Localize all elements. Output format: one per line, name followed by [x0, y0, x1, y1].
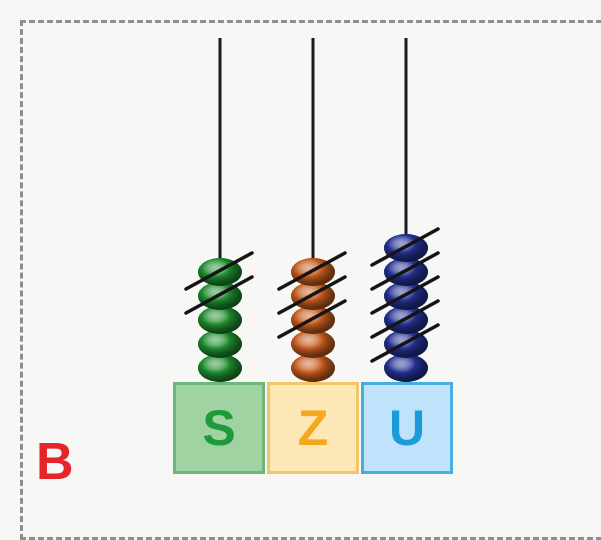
- abacus: [184, 38, 440, 382]
- strike-u-4: [370, 299, 440, 339]
- bead-z-2: [291, 330, 335, 358]
- bead-s-1: [198, 354, 242, 382]
- place-box-s: S: [173, 382, 265, 474]
- strike-u-3: [370, 275, 440, 315]
- bead-s-3: [198, 306, 242, 334]
- place-label-s: S: [202, 400, 236, 456]
- column-u: [370, 38, 440, 382]
- strike-s-2: [184, 275, 254, 315]
- strike-z-3: [277, 299, 347, 339]
- bead-u-1: [384, 354, 428, 382]
- place-label-u: U: [388, 400, 426, 456]
- bead-s-2: [198, 330, 242, 358]
- strike-u-1: [370, 227, 440, 267]
- place-box-z: Z: [267, 382, 359, 474]
- strike-z-1: [277, 251, 347, 291]
- strike-s-1: [184, 251, 254, 291]
- strike-u-5: [370, 323, 440, 363]
- column-s: [184, 38, 254, 382]
- place-label-z: Z: [297, 400, 329, 456]
- panel-label: B: [36, 433, 74, 491]
- place-box-u: U: [361, 382, 453, 474]
- strike-u-2: [370, 251, 440, 291]
- bead-z-1: [291, 354, 335, 382]
- column-z: [277, 38, 347, 382]
- strike-z-2: [277, 275, 347, 315]
